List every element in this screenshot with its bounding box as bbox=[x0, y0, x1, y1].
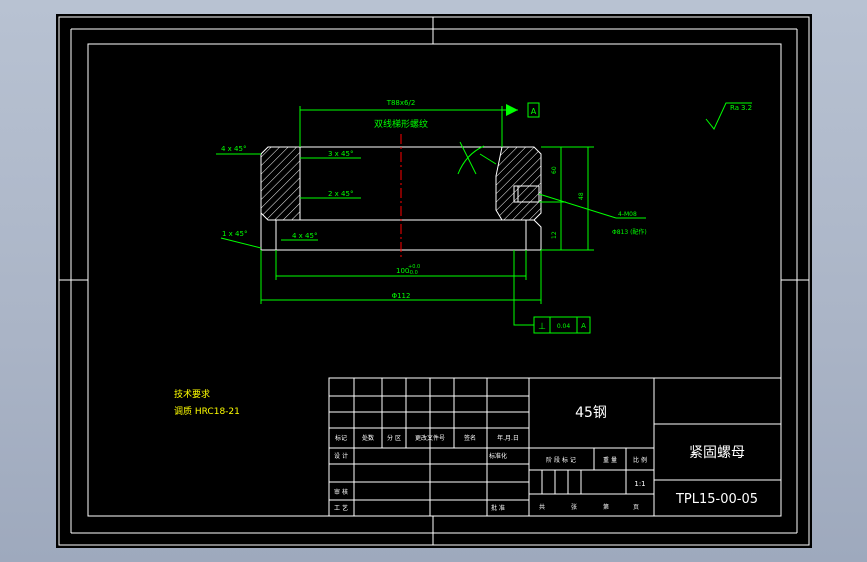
datum-label: A bbox=[531, 107, 537, 116]
tb-row-standard: 标准化 bbox=[489, 452, 507, 460]
tb-header-2: 分 区 bbox=[387, 434, 401, 442]
dim-inner-tol-upper: +0.0 bbox=[408, 264, 420, 270]
tb-stage-0: 阶 段 标 记 bbox=[546, 456, 576, 464]
thread-arc bbox=[457, 145, 485, 175]
perp-leader bbox=[513, 250, 534, 326]
tb-row-review: 审 核 bbox=[334, 488, 348, 496]
tb-stage-2: 比 例 bbox=[633, 456, 647, 464]
chamfer-left-bottom: 1 x 45° bbox=[222, 230, 247, 238]
chamfer-inner-2: 2 x 45° bbox=[328, 190, 353, 198]
drawing-border bbox=[87, 43, 782, 517]
tb-row-design: 设 计 bbox=[334, 452, 348, 460]
perp-value: 0.04 bbox=[557, 323, 571, 330]
roughness-prefix: Ra bbox=[730, 104, 739, 112]
tb-header-3: 更改文件号 bbox=[415, 434, 445, 442]
tb-header-5: 年.月.日 bbox=[497, 434, 519, 442]
thread-dim-1 bbox=[459, 141, 477, 175]
tb-header-1: 处数 bbox=[362, 434, 374, 442]
tb-stage-1: 重 量 bbox=[603, 456, 617, 464]
dim-outer-diameter: Φ112 bbox=[392, 292, 411, 300]
tb-row-approve: 批 准 bbox=[491, 504, 505, 512]
screw-note-1: 4-M08 bbox=[618, 211, 637, 218]
tech-title: 技术要求 bbox=[174, 388, 210, 400]
leader-chamfer-lb bbox=[220, 237, 262, 249]
tb-sheet-3: 页 bbox=[633, 504, 639, 511]
chamfer-inner-1: 3 x 45° bbox=[328, 150, 353, 158]
tb-part-name: 紧固螺母 bbox=[689, 445, 745, 461]
roughness-value: 3.2 bbox=[741, 104, 752, 112]
thread-note: 双线梯形螺纹 bbox=[374, 118, 428, 130]
dim-inner-tol-lower: -0.0 bbox=[408, 270, 418, 276]
outer-frame bbox=[58, 16, 810, 546]
title-block bbox=[328, 377, 782, 517]
tb-material: 45钢 bbox=[575, 405, 607, 421]
thread-dim-2 bbox=[479, 153, 497, 165]
dim-inner-diameter: 100 bbox=[396, 267, 409, 275]
datum-box bbox=[527, 102, 540, 118]
tech-item: 调质 HRC18-21 bbox=[174, 405, 240, 417]
title-block-frame bbox=[328, 377, 782, 517]
tb-row-process: 工 艺 bbox=[334, 504, 348, 512]
tb-drawing-no: TPL15-00-05 bbox=[675, 492, 758, 507]
tb-sheet-1: 张 bbox=[571, 503, 577, 511]
screw-note-2: Φ813 (配作) bbox=[612, 228, 647, 236]
part-outline-right-lower bbox=[533, 219, 542, 250]
roughness-symbol bbox=[705, 102, 752, 130]
tb-scale: 1:1 bbox=[634, 480, 645, 488]
dim-right-2: 48 bbox=[578, 192, 585, 200]
chamfer-bottom: 4 x 45° bbox=[292, 232, 317, 240]
tb-header-0: 标记 bbox=[335, 434, 347, 442]
dim-right-1: 60 bbox=[551, 166, 558, 174]
right-section-hatch bbox=[495, 146, 542, 221]
dim-right-3: 12 bbox=[551, 231, 558, 239]
drawing-canvas: A T88x6/2 双线梯形螺纹 Ra 3.2 4 x 45° 3 x 45° … bbox=[58, 16, 810, 546]
leader-screw bbox=[538, 193, 617, 219]
dim-top-text: T88x6/2 bbox=[386, 99, 416, 107]
perp-datum: A bbox=[581, 322, 586, 330]
perp-symbol: ⊥ bbox=[538, 322, 546, 332]
datum-triangle bbox=[506, 104, 518, 116]
chamfer-left-top: 4 x 45° bbox=[221, 145, 246, 153]
tb-header-4: 签名 bbox=[464, 434, 476, 442]
perp-frame bbox=[533, 316, 591, 334]
tb-sheet-0: 共 bbox=[539, 503, 545, 511]
left-section-hatch bbox=[260, 146, 301, 221]
tb-sheet-2: 第 bbox=[603, 503, 609, 511]
cad-viewport[interactable]: A T88x6/2 双线梯形螺纹 Ra 3.2 4 x 45° 3 x 45° … bbox=[56, 14, 812, 548]
